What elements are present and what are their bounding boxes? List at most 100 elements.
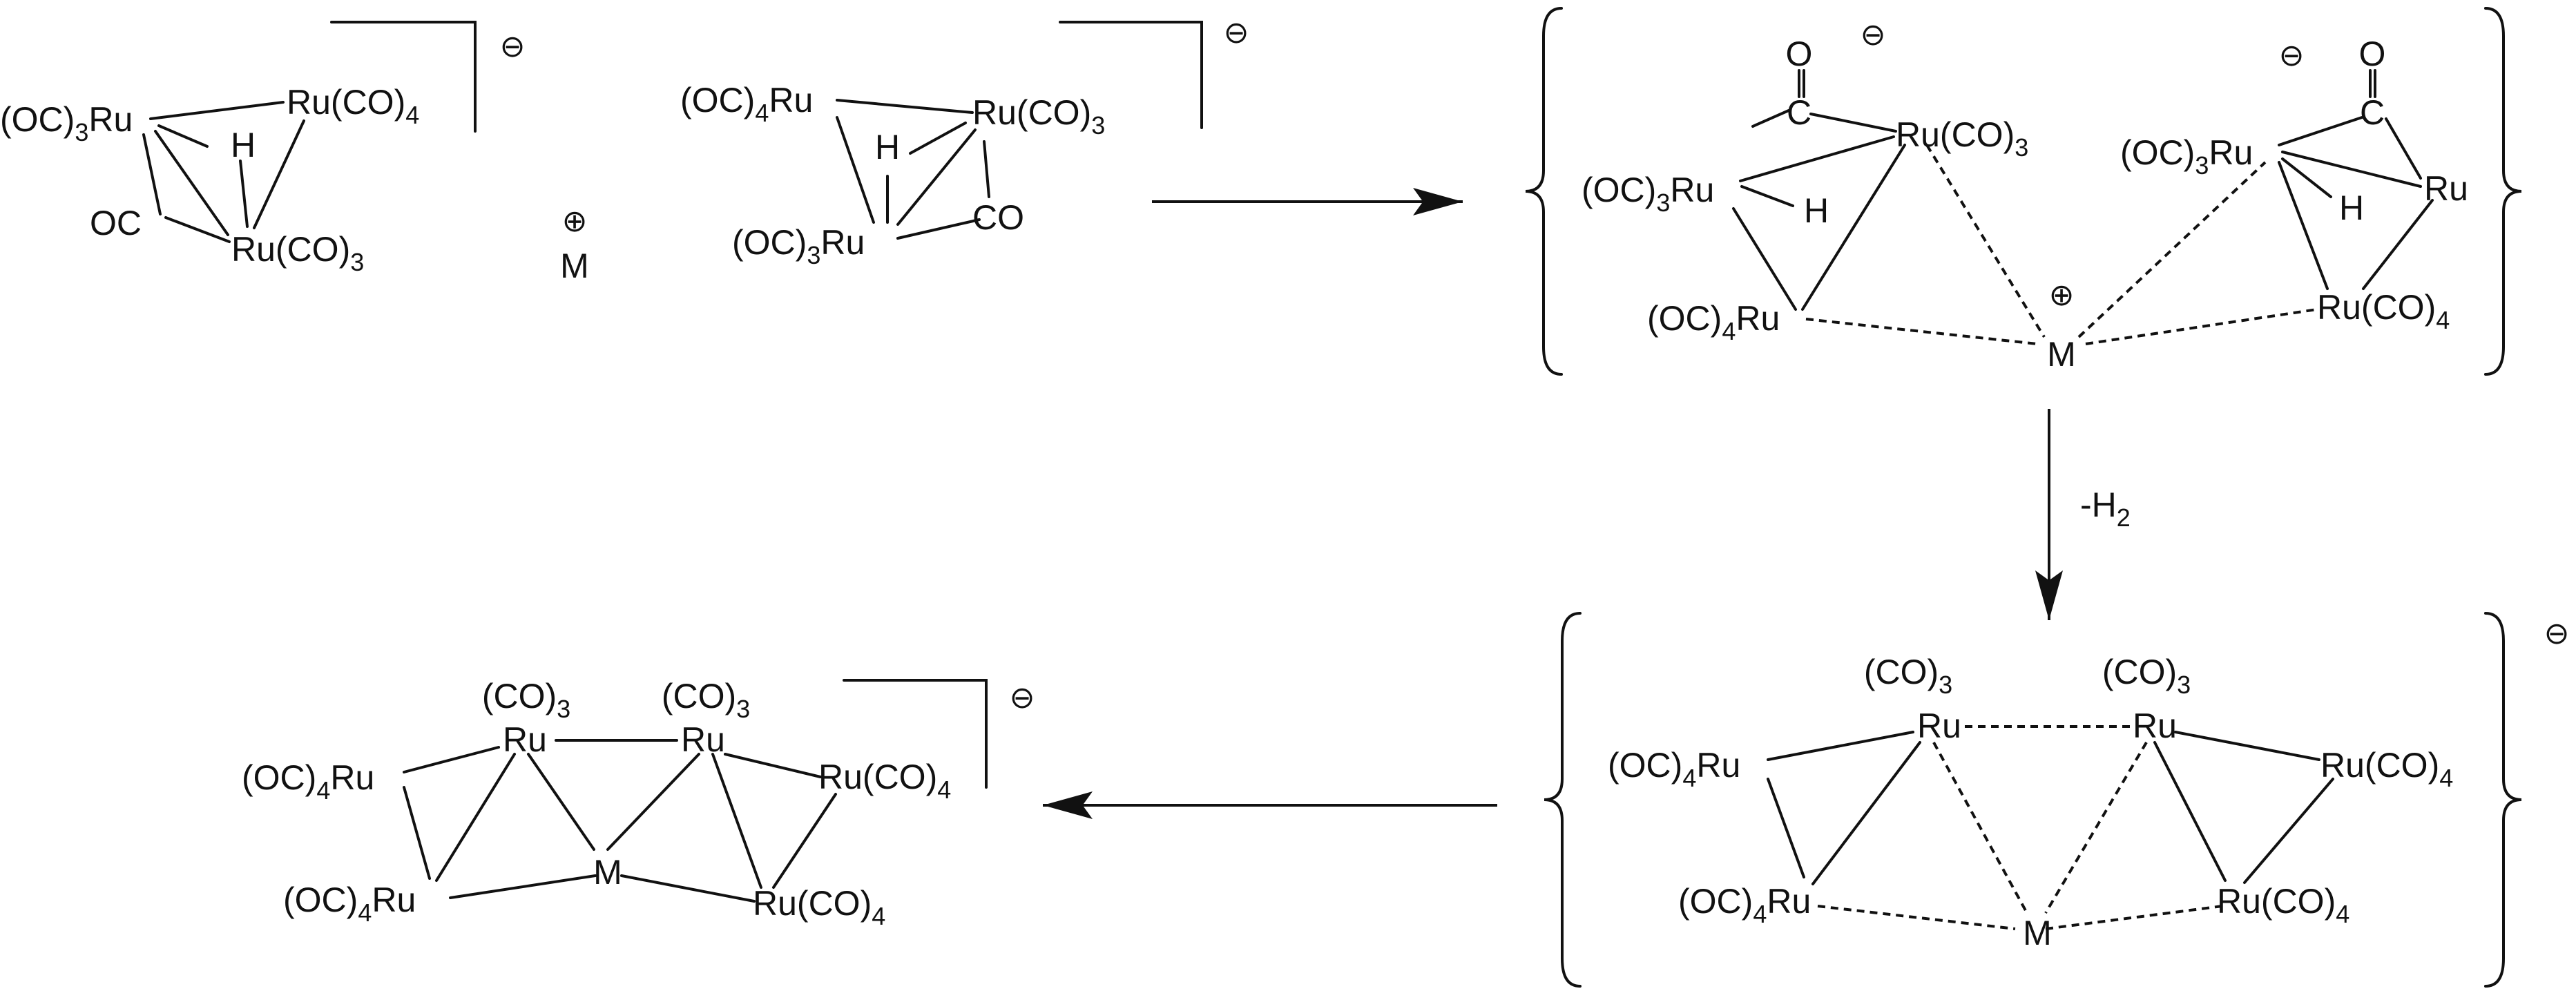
r1-label-oc: OC (90, 204, 142, 242)
i2-bond-ru4-ru4-left (1767, 778, 1805, 878)
r1-bond-ru1-ru2 (149, 101, 285, 120)
p-bracket (843, 679, 988, 789)
r2-charge-minus: ⊖ (1224, 16, 1249, 50)
r2-label-oc3ru: (OC)3Ru (732, 223, 865, 269)
i1-label-oc3ru-right: (OC)3Ru (2120, 133, 2253, 180)
i1-bond-oc3ru-h (2281, 157, 2332, 198)
i1-dash-m-ruco4 (2085, 308, 2318, 345)
i1-bond-ru-ru4 (1732, 207, 1797, 311)
arrow-1-head (1413, 188, 1463, 215)
i1-brace-right (2484, 7, 2522, 376)
p-bond-ru-oc4ru-bottom (435, 753, 516, 882)
i2-dash-ru4-m-left (1817, 905, 2016, 930)
p-bond-m-ruco4 (620, 874, 756, 903)
i1-label-c-left: C (1787, 93, 1811, 132)
p-label-m: M (593, 853, 622, 892)
i2-bond-ruco4-ruco4 (2243, 778, 2334, 884)
p-bond-ruco4-ruco4 (772, 793, 837, 889)
i2-brace-right (2484, 612, 2522, 988)
i1-label-ruco3: Ru(CO)3 (1896, 115, 2028, 162)
i2-brace-left (1544, 612, 1582, 988)
counterion-plus: ⊕ (562, 204, 588, 238)
r1-label-oc3ru: (OC)3Ru (0, 100, 133, 146)
i2-dash-ru-m-left (1932, 742, 2028, 914)
i1-label-ruco4: Ru(CO)4 (2317, 288, 2450, 334)
i2-dash-ru-m-right (2044, 741, 2148, 914)
r2-label-co: CO (972, 198, 1024, 237)
counterion-m: M (560, 247, 589, 285)
p-bond-ru-ruco4-bottom (711, 753, 762, 889)
r1-charge-minus: ⊖ (500, 30, 526, 64)
i1-label-h-right: H (2339, 189, 2364, 227)
i2-label-m: M (2023, 914, 2052, 952)
i1-dash-ru4-m (1805, 318, 2038, 345)
p-label-ruco4-bottom: Ru(CO)4 (753, 884, 885, 930)
i1-charge-minus-left: ⊖ (1861, 18, 1886, 52)
r2-label-h: H (875, 128, 900, 166)
p-bond-oc4ru-ru-left (403, 746, 500, 773)
i1-label-ru-right: Ru (2424, 169, 2468, 208)
i1-bond-ru-ruco4 (2362, 199, 2434, 290)
i2-charge-minus: ⊖ (2544, 617, 2570, 651)
i2-label-co3-right: (CO)3 (2102, 653, 2191, 699)
r2-bracket (1059, 21, 1203, 129)
i1-bond-oc3ru-c (2278, 116, 2363, 146)
r1-label-ruco3: Ru(CO)3 (231, 230, 364, 276)
arrow-3-head (1043, 791, 1093, 819)
r2-bond-ru1-ru2 (836, 99, 974, 114)
arrow-2-head (2035, 570, 2063, 620)
i1-label-oc3ru-left: (OC)3Ru (1582, 171, 1714, 217)
i1-charge-minus-right: ⊖ (2279, 39, 2305, 73)
i2-label-oc4ru-bottom: (OC)4Ru (1678, 882, 1811, 928)
r1-bond-ru2-ru3 (253, 119, 305, 229)
r1-bond-ru1-ru3 (154, 130, 229, 236)
r1-bond-oc-ru3 (164, 216, 231, 243)
i1-charge-plus: ⊕ (2049, 278, 2075, 312)
r2-label-oc4ru: (OC)4Ru (680, 81, 813, 127)
bond-layer (142, 7, 2522, 988)
i2-bond-ru4-ru-left (1767, 731, 1914, 761)
arrow-2-label: -H2 (2080, 485, 2131, 532)
r1-bracket (330, 21, 477, 133)
p-bond-oc4ru-oc4ru (403, 786, 431, 880)
r2-bond-ru3-co (896, 218, 981, 240)
i2-bond-ru-ruco4-right (2174, 731, 2320, 761)
i1-bond-c-ru-right (2385, 117, 2422, 180)
i1-bond-oc3ru-ruco4 (2278, 161, 2329, 290)
i1-label-o-right: O (2359, 35, 2386, 73)
p-bond-ru-m-left (527, 753, 595, 851)
r2-bond-ru3-ru2 (896, 128, 977, 226)
i1-bond-ru-ruco3 (1739, 135, 1895, 182)
i2-label-ru-right: Ru (2133, 706, 2177, 745)
i1-dash-m-oc3ru (2077, 161, 2267, 338)
i1-label-h-left: H (1804, 191, 1829, 230)
i2-label-ru-left: Ru (1917, 706, 1961, 745)
r2-label-ruco3: Ru(CO)3 (972, 93, 1105, 140)
i2-label-ruco4-bottom: Ru(CO)4 (2217, 882, 2349, 928)
i1-bond-ru-h-left (1740, 185, 1794, 207)
p-bond-ru-m-right (606, 753, 700, 851)
i2-bond-ru-ruco4-bottom (2153, 741, 2227, 882)
r2-bond-ru1-ru3 (836, 116, 875, 224)
i1-label-oc4ru: (OC)4Ru (1647, 299, 1780, 345)
i1-label-m: M (2047, 335, 2076, 374)
i1-bond-ruco3-ru4 (1801, 144, 1906, 311)
i1-label-o-left: O (1786, 35, 1813, 73)
i2-dash-m-ruco4 (2045, 905, 2223, 930)
i2-bond-ru-ru4-left (1811, 741, 1921, 885)
p-label-ruco4-right: Ru(CO)4 (818, 758, 951, 804)
i1-dash-ruco3-m (1925, 144, 2046, 338)
i2-label-co3-left: (CO)3 (1864, 653, 1952, 699)
r1-bond-h-ru3 (239, 160, 249, 228)
i1-label-c-right: C (2360, 93, 2385, 132)
p-bond-oc4ru-m (449, 874, 597, 899)
p-label-oc4ru-top: (OC)4Ru (242, 758, 374, 805)
r2-bond-h-ru2 (909, 122, 967, 155)
r1-label-ruco4: Ru(CO)4 (287, 83, 419, 129)
r1-bond-ru1-oc (142, 133, 162, 215)
p-label-co3-right: (CO)3 (662, 677, 750, 723)
p-label-ru-left: Ru (503, 720, 547, 759)
p-label-oc4ru-bottom: (OC)4Ru (283, 881, 416, 927)
r1-label-h: H (231, 126, 256, 164)
